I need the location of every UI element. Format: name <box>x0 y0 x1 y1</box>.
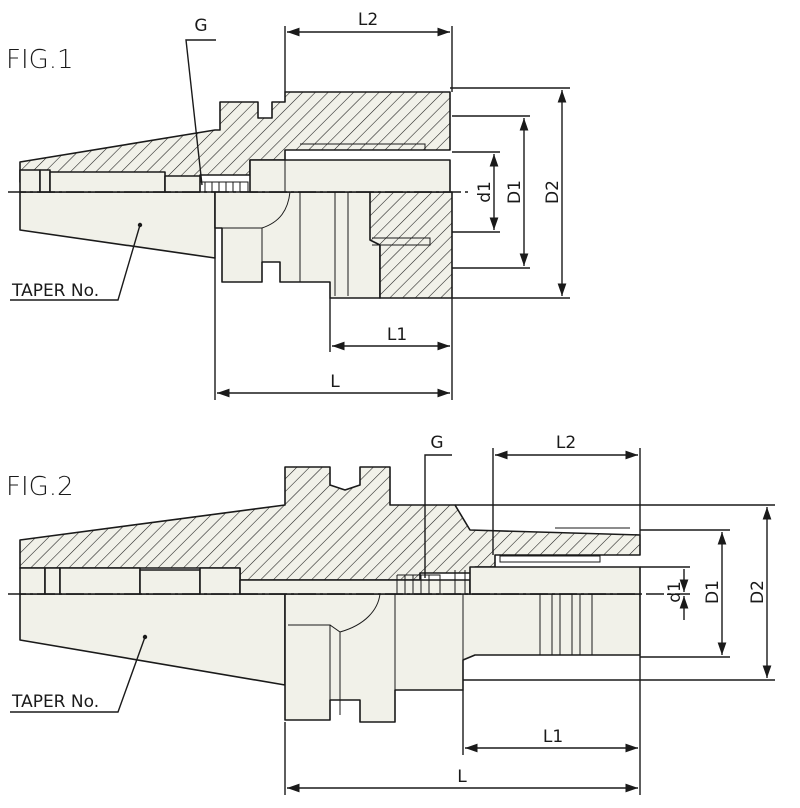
fig2-dim-d1-label: d1 <box>665 581 685 603</box>
fig2-taper-label: TAPER No. <box>11 692 99 712</box>
fig1-holder-body <box>19 91 453 299</box>
fig2-dim-D1-label: D1 <box>703 580 723 604</box>
fig1-taper-lower <box>19 191 216 259</box>
fig1-dim-l2-label: L2 <box>358 10 378 30</box>
fig2-title: FIG.2 <box>6 472 74 502</box>
fig2: FIG.2 <box>6 433 775 795</box>
fig2-holder-body <box>19 466 641 723</box>
fig1-bore-inner <box>249 159 451 193</box>
fig2-taper-bore <box>19 567 46 595</box>
fig2-dim-l-label: L <box>457 767 467 787</box>
fig1-flange-lower <box>214 191 381 299</box>
fig2-dim-g-label: G <box>430 433 443 453</box>
fig2-dim-l2-label: L2 <box>556 433 576 453</box>
fig1-dim-l-label: L <box>330 372 340 392</box>
fig2-taper-section <box>19 466 641 581</box>
fig2-leader-g <box>424 454 452 578</box>
fig1-dim-l1-label: L1 <box>387 325 407 345</box>
fig1-dim-d1-label: d1 <box>475 181 495 203</box>
fig1-taper-bore <box>19 169 41 193</box>
fig1-leader-taper <box>10 224 141 301</box>
fig2-taper-lower <box>19 593 286 686</box>
fig1-title: FIG.1 <box>6 45 74 75</box>
fig2-dim-l1-label: L1 <box>543 727 563 747</box>
fig1-taper-section <box>19 91 451 183</box>
fig1-dim-D1-label: D1 <box>505 180 525 204</box>
fig1: FIG.1 <box>6 10 570 400</box>
fig1-taper-label: TAPER No. <box>11 281 99 301</box>
fig2-leader-taper <box>10 636 146 713</box>
fig1-leader-g <box>185 39 216 186</box>
fig2-bore-inner <box>239 579 471 595</box>
fig2-dim-D2-label: D2 <box>748 580 768 604</box>
fig1-dim-D2-label: D2 <box>543 180 563 204</box>
fig1-dim-g-label: G <box>194 16 207 36</box>
